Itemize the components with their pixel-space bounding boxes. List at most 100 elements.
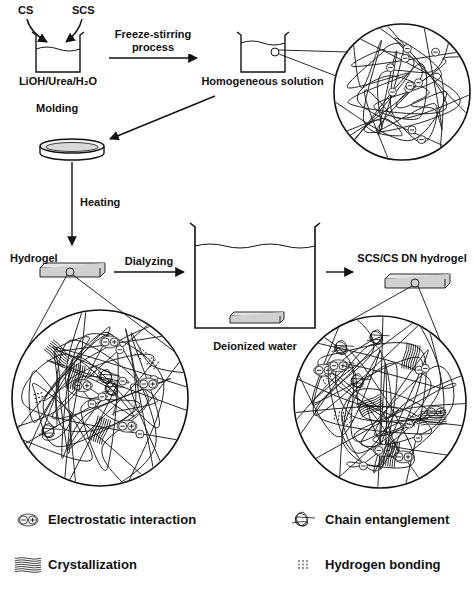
crystallization-symbol [88, 415, 99, 440]
legend-label: Hydrogen bonding [325, 557, 441, 572]
zoom-spot [66, 268, 74, 276]
polymer-chain [313, 309, 423, 471]
charge-mark [406, 82, 414, 90]
charge-mark [432, 48, 440, 56]
polymer-chain [353, 23, 460, 133]
crystallization-symbol [420, 409, 447, 425]
hydrogen-bond-symbol [321, 375, 326, 384]
process-node: Deionized water [185, 220, 325, 355]
charge-mark [85, 383, 89, 387]
crystallization-symbol [97, 418, 108, 443]
charge-mark [112, 340, 116, 344]
legend-symbols [15, 512, 315, 572]
charge-mark [421, 364, 429, 372]
crystallization-symbol [101, 420, 112, 445]
polymer-chain [364, 73, 443, 166]
charge-mark [140, 380, 148, 388]
charge-mark [100, 396, 104, 397]
hydrogen-bond-symbol [134, 347, 147, 360]
crystallization-symbol [94, 418, 105, 443]
node-label: SCS/CS DN hydrogel [357, 252, 466, 265]
charge-mark [332, 365, 336, 366]
polymer-chain [25, 354, 154, 487]
hydrogen-bond-symbol [136, 350, 144, 356]
hydrogen-bond-symbol [150, 359, 156, 367]
hydrogen-bond-symbol [412, 423, 422, 425]
hydrogen-bond-symbol [411, 419, 421, 421]
entanglement-symbol [96, 369, 119, 383]
liquid [36, 47, 80, 51]
charge-mark [29, 516, 37, 524]
hydrogen-bond-symbol [338, 411, 339, 421]
charge-mark [128, 422, 136, 430]
hydrogen-bond-symbol [334, 411, 335, 421]
crystallization-symbol [65, 363, 73, 389]
liquid [241, 41, 285, 45]
zoom-spot [271, 48, 279, 56]
charge-mark [103, 341, 107, 342]
hydrogen-bond-symbol [324, 373, 329, 382]
crystallization-symbol [15, 558, 41, 560]
charge-mark [375, 446, 383, 454]
charge-mark [341, 364, 345, 368]
hydrogen-bond-symbol [346, 420, 354, 426]
charge-mark [149, 380, 157, 388]
hydrogen-bond-symbol [139, 347, 147, 353]
charge-mark [119, 377, 127, 385]
charge-mark [116, 346, 124, 354]
edge-label: Freeze-stirring process [105, 28, 201, 54]
charge-mark [330, 362, 338, 370]
polymer-chain [13, 332, 156, 492]
crystallization-symbol [43, 349, 63, 368]
charge-mark [410, 129, 414, 130]
charge-mark [118, 349, 122, 350]
charge-mark [88, 400, 96, 408]
polymer-chain [290, 333, 428, 442]
step-label: Heating [80, 196, 120, 209]
process-arrow [114, 271, 184, 272]
charge-mark [406, 455, 410, 459]
charge-mark [433, 52, 437, 53]
entanglement-symbol [331, 340, 354, 354]
material-label: CS [18, 4, 33, 17]
charge-mark [110, 338, 118, 346]
hydrogen-bond-symbol [407, 419, 416, 422]
input-arrow [27, 19, 47, 42]
polymer-chain [327, 57, 468, 141]
crystallization-symbol [65, 363, 86, 392]
charge-mark [417, 370, 421, 371]
step-label: Molding [36, 102, 78, 115]
hydrogen-bond-symbol [344, 366, 354, 367]
hydrogen-bond-symbol [153, 362, 159, 370]
charge-mark [436, 408, 444, 416]
charge-mark [416, 82, 420, 83]
electrostatic-symbol [18, 514, 38, 526]
hydrogen-bond-symbol [343, 416, 351, 422]
entanglement-symbol [292, 512, 315, 526]
water-surface [195, 244, 315, 248]
electrostatic-symbol [100, 336, 120, 348]
hydrogen-bond-symbol [307, 560, 308, 570]
legend-label: Crystallization [48, 557, 137, 572]
hydrogen-bond-symbol [341, 413, 349, 419]
crystallization-symbol [381, 439, 388, 465]
charge-mark [30, 518, 34, 522]
charge-mark [405, 48, 409, 49]
charge-mark [361, 465, 365, 466]
charge-mark [416, 437, 420, 438]
polymer-chain [357, 20, 450, 149]
gel-slab [230, 312, 284, 323]
crystallization-symbol [420, 409, 446, 412]
process-node: Hydrogel [8, 250, 113, 282]
charge-mark [101, 338, 109, 346]
hydrogen-bond-symbol [33, 393, 43, 395]
crystallization-symbol [420, 412, 446, 415]
charge-mark [386, 64, 394, 72]
crystallization-symbol [401, 343, 421, 371]
beaker [190, 223, 320, 328]
process-arrow [110, 96, 215, 139]
crystallization-symbol [45, 347, 65, 366]
charge-mark [408, 85, 412, 86]
